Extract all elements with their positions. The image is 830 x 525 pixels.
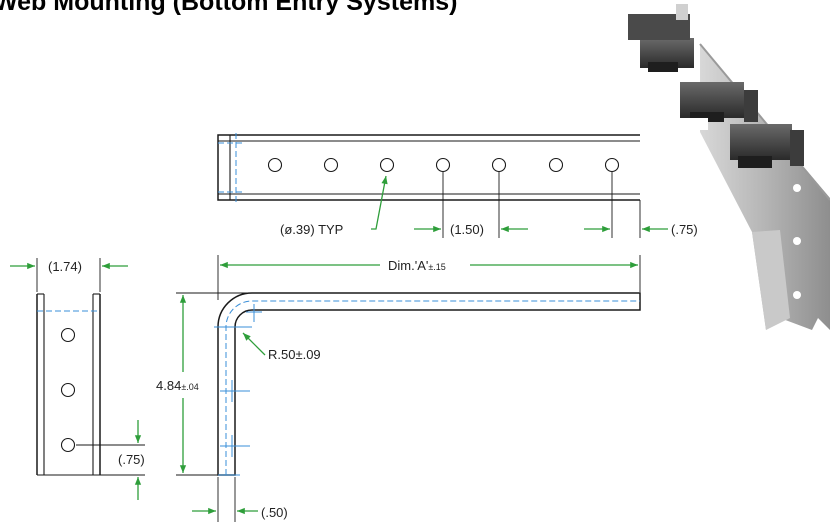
top-view [217, 133, 668, 238]
photo-hole-2 [793, 237, 801, 245]
end-offset-label: (.75) [671, 222, 698, 237]
top-hole-1 [267, 157, 283, 173]
top-hole-5 [491, 157, 507, 173]
height-label: 4.84±.04 [156, 378, 199, 393]
top-hole-2 [323, 157, 339, 173]
photo-fitting-2 [680, 82, 758, 122]
side-hole-offset-label: (.75) [118, 452, 145, 467]
hole-dia-label: (ø.39) TYP [280, 222, 343, 237]
top-hole-3 [379, 157, 395, 173]
top-hole-4 [435, 157, 451, 173]
page-title: Web Mounting (Bottom Entry Systems) [0, 0, 458, 16]
side-view [10, 258, 145, 500]
side-hole-2 [60, 382, 76, 398]
hole-spacing-label: (1.50) [450, 222, 484, 237]
photo-hole-3 [793, 291, 801, 299]
photo-hole-1 [793, 184, 801, 192]
side-hole-3 [60, 437, 76, 453]
photo-fitting-3 [730, 124, 804, 168]
top-hole-7 [604, 157, 620, 173]
front-view [176, 255, 641, 522]
thickness-label: (.50) [261, 505, 288, 520]
radius-label: R.50±.09 [268, 347, 321, 362]
top-hole-6 [548, 157, 564, 173]
side-width-label: (1.74) [48, 259, 82, 274]
product-photo [628, 4, 830, 330]
photo-fitting-1 [628, 4, 694, 72]
dim-a-label: Dim.'A'±.15 [388, 258, 446, 273]
side-hole-1 [60, 327, 76, 343]
